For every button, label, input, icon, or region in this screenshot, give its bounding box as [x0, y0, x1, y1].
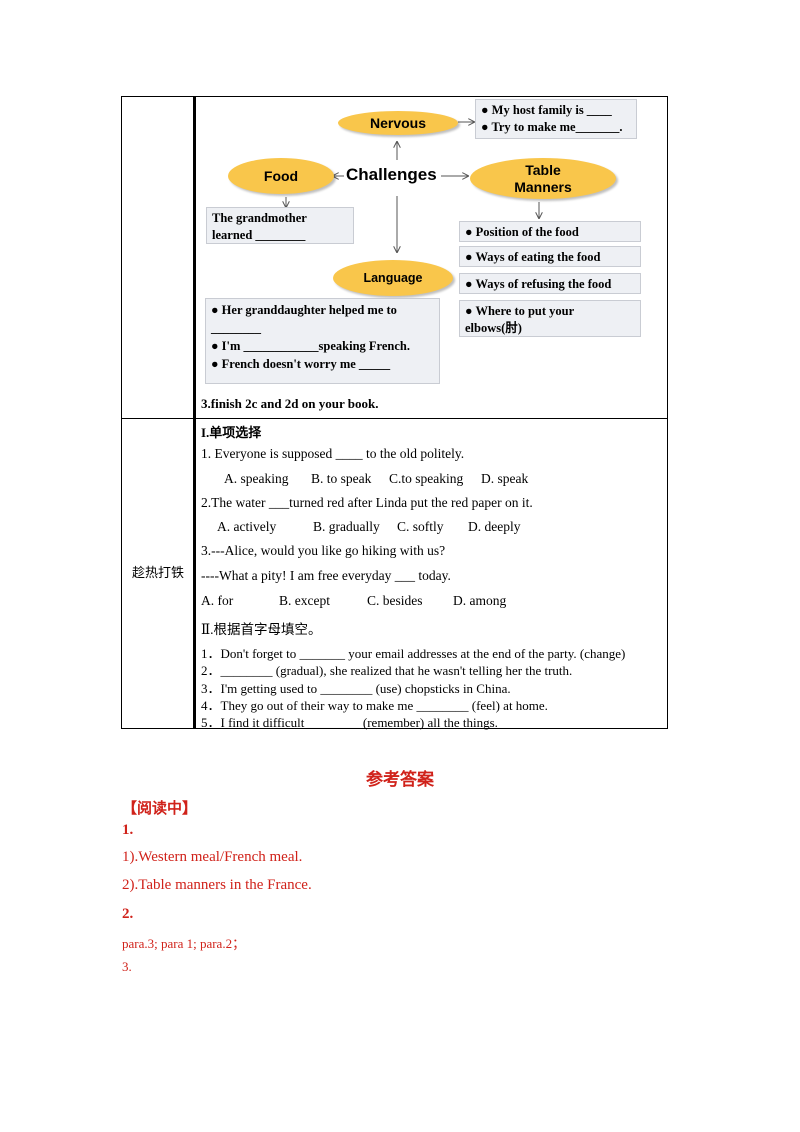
- nervous-item: ● Try to make me_______.: [481, 120, 623, 134]
- finish-instruction: 3.finish 2c and 2d on your book.: [201, 396, 379, 411]
- q2-option-b: B. gradually: [313, 519, 380, 534]
- fill-item: 4．They go out of their way to make me __…: [201, 698, 548, 713]
- language-item: ● French doesn't worry me _____: [211, 357, 391, 371]
- table-manners-item: ● Position of the food: [465, 225, 579, 239]
- table-manners-item-box: ● Position of the food: [459, 221, 641, 242]
- table-manners-oval: Table Manners: [470, 158, 616, 199]
- q3-option-c: C. besides: [367, 593, 423, 608]
- food-item: The grandmother: [212, 211, 307, 225]
- section-label: 趁热打铁: [131, 565, 184, 580]
- table-border-top: [121, 96, 668, 97]
- question-3a: 3.---Alice, would you like go hiking wit…: [201, 543, 446, 558]
- answer-2: 2).Table manners in the France.: [122, 877, 312, 893]
- answer-3: para.3; para 1; para.2；: [122, 936, 246, 951]
- q1-option-a: A. speaking: [224, 471, 289, 486]
- table-manners-item: ● Ways of refusing the food: [465, 277, 612, 291]
- nervous-oval: Nervous: [338, 111, 458, 135]
- q2-option-c: C. softly: [397, 519, 444, 534]
- fill-item: 5．I find it difficult ________ (remember…: [201, 715, 498, 730]
- language-item: ● I'm ____________speaking French.: [211, 339, 410, 353]
- table-divider-vertical: [193, 96, 196, 729]
- answer-number-3: 3.: [122, 959, 132, 974]
- q3-option-a: A. for: [201, 593, 234, 608]
- q1-option-c: C.to speaking: [389, 471, 464, 486]
- food-item: learned ________: [212, 228, 306, 242]
- answers-section: 【阅读中】: [122, 801, 198, 817]
- fill-item: 1．Don't forget to _______ your email add…: [201, 646, 626, 661]
- part2-title: Ⅱ.根据首字母填空。: [201, 622, 322, 637]
- food-label: Food: [263, 168, 299, 184]
- part1-title: I.单项选择: [201, 425, 262, 440]
- answers-title: 参考答案: [366, 770, 434, 789]
- nervous-item: ● My host family is ____: [481, 103, 612, 117]
- q3-option-d: D. among: [453, 593, 507, 608]
- language-box: ● Her granddaughter helped me to _______…: [205, 298, 440, 384]
- table-manners-item-box: ● Ways of eating the food: [459, 246, 641, 267]
- question-1: 1. Everyone is supposed ____ to the old …: [201, 446, 465, 461]
- food-oval: Food: [228, 158, 334, 194]
- table-row-divider: [121, 418, 668, 419]
- q1-option-b: B. to speak: [311, 471, 372, 486]
- language-item: ● Her granddaughter helped me to: [211, 303, 397, 317]
- q3-option-b: B. except: [279, 593, 330, 608]
- table-border-bottom: [121, 728, 668, 729]
- fill-item: 3．I'm getting used to ________ (use) cho…: [201, 681, 511, 696]
- q1-option-d: D. speak: [481, 471, 529, 486]
- language-item: ________: [211, 321, 261, 335]
- diagram-arrows: [0, 0, 800, 420]
- table-manners-item: ● Where to put your: [465, 304, 575, 318]
- table-border-right: [667, 96, 668, 729]
- table-manners-item: elbows(肘): [465, 321, 522, 335]
- table-manners-item-box: ● Where to put your elbows(肘): [459, 300, 641, 337]
- language-oval: Language: [333, 260, 453, 296]
- q2-option-d: D. deeply: [468, 519, 521, 534]
- nervous-label: Nervous: [369, 115, 427, 131]
- question-3b: ----What a pity! I am free everyday ___ …: [201, 568, 451, 583]
- answer-number-1: 1.: [122, 822, 134, 838]
- question-2: 2.The water ___turned red after Linda pu…: [201, 495, 533, 510]
- language-label: Language: [363, 271, 423, 285]
- answer-1: 1).Western meal/French meal.: [122, 849, 303, 865]
- table-manners-item-box: ● Ways of refusing the food: [459, 273, 641, 294]
- table-manners-label-1: Table: [525, 161, 561, 178]
- table-manners-item: ● Ways of eating the food: [465, 250, 601, 264]
- challenges-hub: Challenges: [346, 165, 437, 184]
- table-manners-label-2: Manners: [514, 178, 572, 195]
- fill-item: 2．________ (gradual), she realized that …: [201, 663, 573, 678]
- nervous-box: ● My host family is ____ ● Try to make m…: [475, 99, 637, 139]
- q2-option-a: A. actively: [217, 519, 277, 534]
- answer-number-2: 2.: [122, 906, 134, 922]
- table-border-left: [121, 96, 122, 729]
- food-box: The grandmother learned ________: [206, 207, 354, 244]
